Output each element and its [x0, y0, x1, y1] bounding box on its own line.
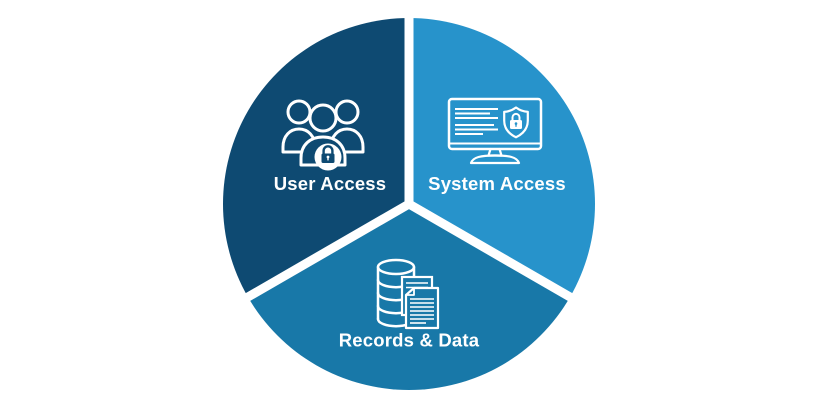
segment-label-system-access: System Access — [428, 173, 566, 194]
document-front-fold — [406, 288, 415, 296]
segment-label-records-data: Records & Data — [339, 330, 480, 351]
divider-left — [237, 200, 412, 306]
lock-badge-shackle — [322, 145, 334, 154]
monitor-stand-base — [469, 154, 521, 165]
monitor-shield-icon — [447, 97, 543, 165]
database-documents-icon — [376, 258, 440, 330]
document-front-lines — [410, 298, 434, 324]
monitor-screen — [447, 97, 543, 151]
user-front-head — [308, 103, 338, 133]
lock-badge-keyhole-slot — [327, 157, 329, 161]
users-lock-icon — [281, 99, 365, 171]
shield-icon — [503, 106, 529, 139]
segment-dividers — [237, 8, 581, 306]
shield-lock-shackle — [511, 112, 521, 120]
screen-text-lines — [455, 108, 498, 135]
document-front — [404, 286, 440, 330]
shield-lock-keyhole-slot — [515, 124, 517, 127]
divider-right — [406, 200, 581, 306]
segment-label-user-access: User Access — [274, 173, 387, 194]
